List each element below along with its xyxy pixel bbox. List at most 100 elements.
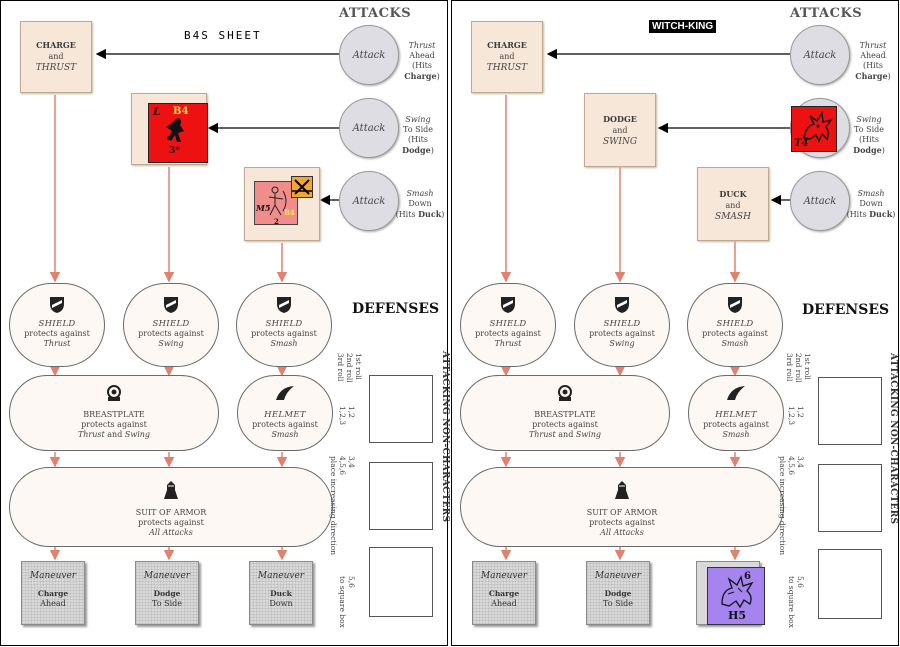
maneuver-charge[interactable]: Maneuver Charge Ahead	[21, 561, 85, 625]
non-character-box-1[interactable]	[369, 375, 433, 443]
helmet-text: protects against	[252, 420, 318, 429]
shield-thrust[interactable]: SHIELD protects against Thrust	[460, 283, 556, 367]
shield-smash[interactable]: SHIELD protects against Smash	[687, 283, 783, 367]
maneuver-head: Maneuver	[480, 571, 528, 581]
helmet-oval[interactable]: HELMET protects against Smash	[237, 375, 333, 451]
suit-of-armor-pill[interactable]: SUIT OF ARMOR protects against All Attac…	[9, 467, 333, 547]
maneuver-head: Maneuver	[143, 571, 191, 581]
suit-of-armor-pill[interactable]: SUIT OF ARMOR protects against All Attac…	[460, 467, 784, 547]
non-character-box-3[interactable]	[818, 549, 882, 619]
maneuver-direction: To Side	[152, 599, 182, 608]
swing-attack-circle[interactable]: T4	[790, 98, 850, 158]
maneuver-name: Dodge	[604, 589, 632, 598]
helmet-oval[interactable]: HELMET protects against Smash	[688, 375, 784, 451]
witch-king-swing-chit[interactable]: T4	[791, 106, 837, 152]
maneuver-charge[interactable]: Maneuver Charge Ahead	[472, 561, 536, 625]
shield-name: SHIELD	[152, 319, 190, 329]
note-hits: (Hits	[412, 61, 432, 70]
shield-smash[interactable]: SHIELD protects against Smash	[236, 283, 332, 367]
note-target: Charge	[404, 71, 437, 81]
note-end: )	[892, 210, 896, 219]
left-arrows	[49, 48, 339, 561]
chit-6-label: 6	[744, 571, 751, 582]
maneuver-duck[interactable]: Maneuver Duck Down	[249, 561, 313, 625]
non-characters-heading: ATTACKING NON-CHARACTERS	[888, 353, 898, 525]
maneuver-dodge[interactable]: Maneuver Dodge To Side	[586, 561, 650, 625]
breastplate-pill[interactable]: BREASTPLATE protects against Thrust and …	[460, 375, 670, 451]
shield-text: protects against	[589, 329, 655, 338]
note-direction: Down	[408, 199, 432, 208]
breastplate-pill[interactable]: BREASTPLATE protects against Thrust and …	[9, 375, 219, 451]
swing-note: Swing To Side (Hits Dodge)	[392, 115, 444, 156]
note-title: Thrust	[859, 41, 887, 50]
left-combat-sheet: B4S SHEET ATTACKS DEFENSES CHARGE and TH…	[0, 0, 450, 646]
maneuver-head: Maneuver	[594, 571, 642, 581]
maneuver-dodge[interactable]: Maneuver Dodge To Side	[135, 561, 199, 625]
dodge-swing-box[interactable]: DODGE and SWING	[584, 93, 656, 167]
breastplate-and: and	[104, 430, 125, 439]
suit-of-armor-icon	[615, 481, 629, 499]
shield-thrust[interactable]: SHIELD protects against Thrust	[9, 283, 105, 367]
right-combat-sheet: WITCH-KING ATTACKS DEFENSES CHARGE and T…	[451, 0, 899, 646]
shield-swing[interactable]: SHIELD protects against Swing	[123, 283, 219, 367]
chit-h5-label: H5	[728, 609, 747, 622]
cross-marker-icon[interactable]	[291, 176, 313, 198]
non-character-box-3[interactable]	[369, 547, 433, 617]
suit-of-armor-icon	[164, 481, 178, 499]
chit-b4-label: B4	[173, 106, 189, 117]
breastplate-and: and	[555, 430, 576, 439]
maneuver-name: Charge	[37, 589, 69, 598]
non-character-box-2[interactable]	[369, 462, 433, 530]
thrust-attack-circle[interactable]: Attack	[339, 25, 399, 85]
note-end: )	[881, 146, 885, 155]
breastplate-name: BREASTPLATE	[83, 410, 145, 419]
note-direction: To Side	[854, 125, 884, 134]
box-and: and	[499, 52, 515, 61]
note-title: Smash	[857, 189, 885, 198]
charge-thrust-box[interactable]: CHARGE and THRUST	[471, 21, 543, 93]
note-end: )	[887, 72, 891, 81]
smash-attack-circle[interactable]: Attack	[790, 171, 850, 231]
shield-icon	[728, 297, 742, 313]
smash-chit[interactable]: M5 B4 2	[254, 181, 298, 225]
maneuver-direction: Ahead	[491, 599, 517, 608]
witch-king-duck-chit[interactable]: 6 H5	[707, 567, 765, 625]
maneuver-duck[interactable]: 6 H5	[696, 561, 765, 625]
swing-attack-circle[interactable]: Attack	[339, 98, 399, 158]
swing-chit[interactable]: L B4 3*	[148, 103, 208, 163]
swing-note: Swing To Side (Hits Dodge)	[843, 115, 895, 156]
shield-text: protects against	[24, 329, 90, 338]
shield-target: Smash	[721, 339, 749, 348]
smash-attack-circle[interactable]: Attack	[339, 171, 399, 231]
maneuver-name: Duck	[270, 589, 292, 598]
note-title: Swing	[856, 115, 882, 124]
defenses-heading: DEFENSES	[352, 301, 440, 317]
thrust-note: Thrust Ahead (Hits Charge)	[847, 41, 899, 82]
smash-box[interactable]: M5 B4 2	[244, 167, 320, 241]
breastplate-target-1: Thrust	[528, 430, 556, 439]
duck-smash-box[interactable]: DUCK and SMASH	[697, 167, 769, 241]
shield-text: protects against	[702, 329, 768, 338]
suit-name: SUIT OF ARMOR	[586, 508, 658, 517]
swing-box[interactable]: L B4 3*	[131, 93, 208, 165]
note-title: Swing	[405, 115, 431, 124]
maneuver-name: Dodge	[153, 589, 181, 598]
note-end: )	[430, 146, 434, 155]
charge-thrust-box[interactable]: CHARGE and THRUST	[20, 21, 92, 93]
breastplate-text: protects against	[532, 420, 598, 429]
helmet-icon	[276, 386, 294, 400]
note-direction: To Side	[403, 125, 433, 134]
shield-swing[interactable]: SHIELD protects against Swing	[574, 283, 670, 367]
helmet-target: Smash	[722, 430, 750, 439]
note-target: Charge	[855, 71, 888, 81]
suit-name: SUIT OF ARMOR	[135, 508, 207, 517]
non-character-box-2[interactable]	[818, 464, 882, 532]
non-character-box-1[interactable]	[818, 377, 882, 445]
box-attack: SMASH	[715, 212, 751, 222]
breastplate-icon	[558, 385, 572, 401]
chit-m5-label: M5	[256, 203, 271, 213]
shield-icon	[164, 297, 178, 313]
attacks-heading: ATTACKS	[790, 6, 863, 21]
thrust-attack-circle[interactable]: Attack	[790, 25, 850, 85]
